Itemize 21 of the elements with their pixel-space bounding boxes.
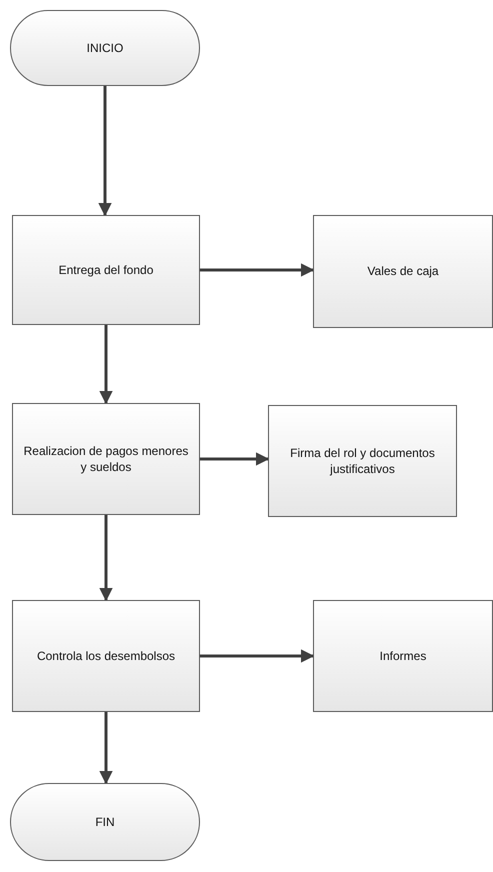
node-label: Realizacion de pagos menores y sueldos: [22, 442, 190, 476]
node-label: Controla los desembolsos: [36, 648, 176, 664]
arrow: [98, 86, 112, 216]
process-box: [12, 403, 200, 515]
arrow: [99, 712, 113, 784]
process-box: [313, 600, 493, 712]
arrow: [99, 325, 113, 404]
node-label: Entrega del fondo: [58, 262, 154, 278]
node-label: Vales de caja: [367, 263, 439, 280]
arrow: [99, 515, 113, 602]
process-box: [12, 600, 200, 712]
arrow: [200, 649, 314, 663]
node-label: INICIO: [86, 40, 124, 56]
process-box: [313, 215, 493, 328]
arrow: [200, 452, 270, 466]
arrow: [200, 263, 314, 277]
process-box: [12, 215, 200, 325]
node-label: FIN: [95, 814, 115, 830]
node-label: Informes: [380, 648, 426, 664]
node-label: Firma del rol y documentos justificativos: [289, 444, 436, 478]
process-box: [268, 405, 457, 517]
